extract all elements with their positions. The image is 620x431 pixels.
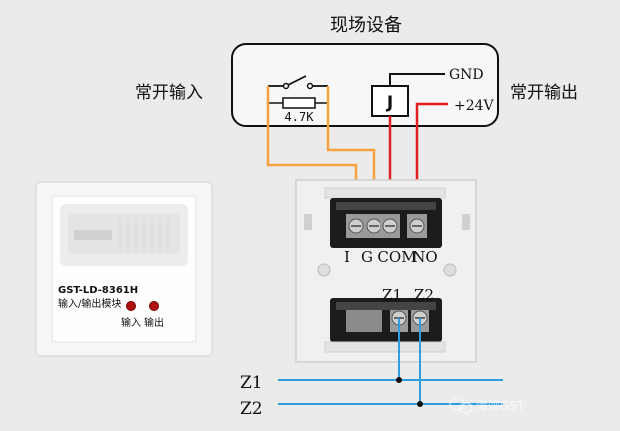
normally-open-input-label: 常开输入	[135, 83, 203, 103]
terminal-label-i: I	[344, 248, 350, 266]
gnd-wire	[389, 73, 445, 86]
module-name: 输入/输出模块	[58, 297, 121, 310]
gnd-label: GND	[449, 67, 484, 83]
terminal-label-z1: Z1	[382, 286, 402, 304]
field-device-title: 现场设备	[330, 15, 402, 36]
output-led-label: 输出	[144, 316, 164, 329]
bus-label-z1: Z1	[240, 373, 263, 393]
watermark-text: 海湾GST	[476, 398, 525, 413]
bus-junction-z1	[396, 377, 402, 383]
input-led-label: 输入	[121, 316, 141, 329]
input-switch	[268, 75, 328, 90]
terminal-label-no: NO	[412, 248, 437, 266]
output-led	[149, 301, 159, 311]
terminal-label-g: G	[361, 248, 373, 266]
top-terminal-block	[346, 214, 427, 238]
input-led	[126, 301, 136, 311]
module-base	[295, 179, 477, 363]
v24-label: +24V	[454, 98, 495, 114]
relay-label: J	[386, 93, 393, 113]
bus-lines	[278, 318, 503, 405]
normally-open-output-label: 常开输出	[510, 83, 578, 103]
resistor-value: 4.7K	[285, 110, 315, 124]
terminal-label-com: COM	[377, 248, 416, 266]
module-model: GST-LD-8361H	[58, 285, 138, 296]
bus-label-z2: Z2	[240, 399, 263, 419]
module-front-panel	[35, 181, 213, 357]
bus-junction-z2	[417, 401, 423, 407]
terminal-label-z2: Z2	[414, 286, 434, 304]
watermark	[449, 397, 473, 414]
